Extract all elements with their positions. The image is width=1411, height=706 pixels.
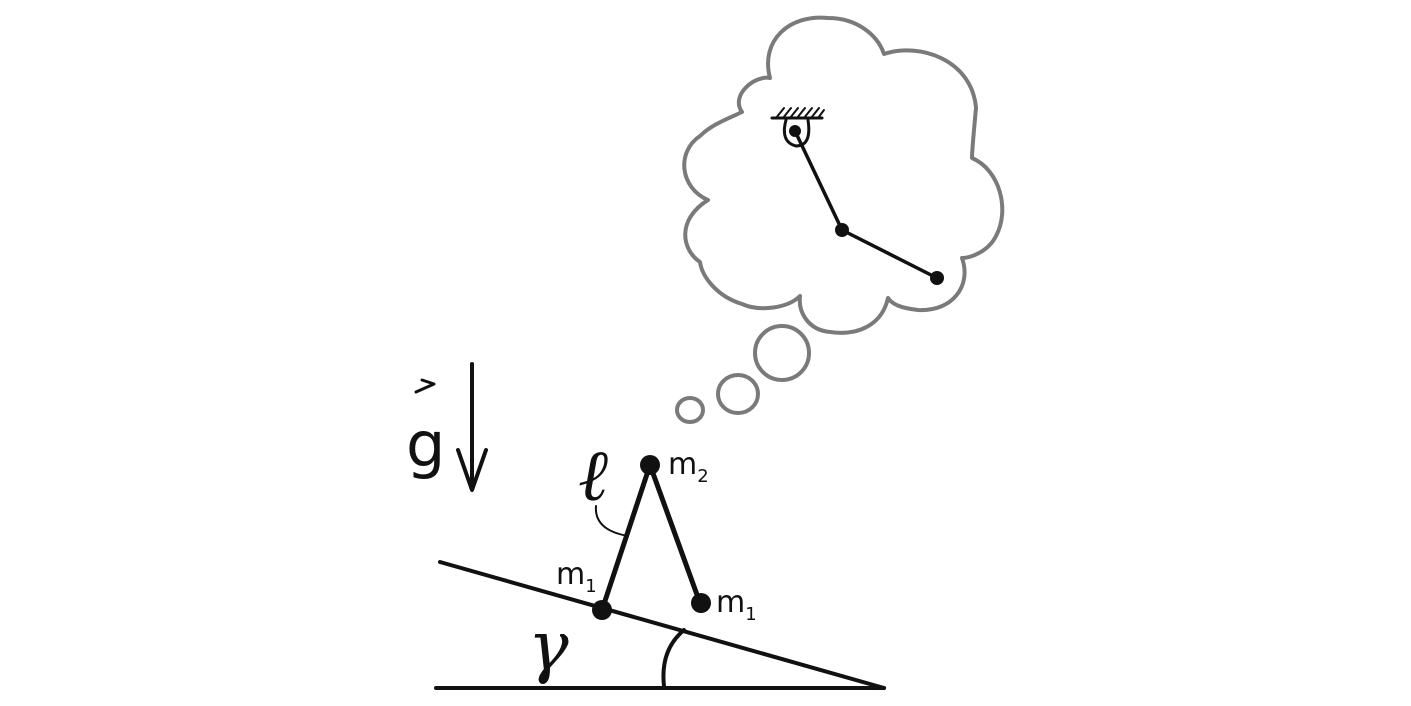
thought-bubble-medium xyxy=(716,373,760,415)
mass-right-label: m1 xyxy=(716,585,757,625)
pendulum-joint-dot xyxy=(835,223,849,237)
thought-cloud xyxy=(682,15,1005,335)
mass-right-dot xyxy=(691,593,711,613)
mass-left-label: m1 xyxy=(556,557,597,597)
length-leader xyxy=(594,505,629,537)
angle-arc xyxy=(661,628,686,688)
pivot-hatching xyxy=(775,107,825,119)
mass-top-dot xyxy=(640,455,660,475)
gravity-vector-arrow xyxy=(414,378,436,394)
rod-right xyxy=(647,462,703,606)
mass-left-dot xyxy=(592,600,612,620)
thought-bubble-large xyxy=(753,324,811,382)
gravity-arrow-head xyxy=(456,448,488,492)
mass-top-label: m2 xyxy=(668,447,709,487)
length-label: ℓ xyxy=(578,433,608,517)
pivot-bracket xyxy=(782,118,811,148)
gravity-label: g xyxy=(406,408,445,481)
pendulum-end-dot xyxy=(930,271,944,285)
angle-label: γ xyxy=(528,608,569,687)
pendulum-rod-upper xyxy=(793,129,844,232)
incline-line xyxy=(438,560,886,690)
pendulum-rod-lower xyxy=(840,228,939,280)
rod-left xyxy=(599,462,653,613)
thought-bubble-small xyxy=(675,396,705,424)
